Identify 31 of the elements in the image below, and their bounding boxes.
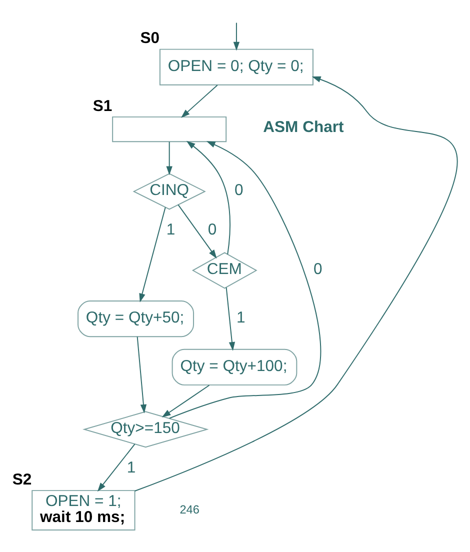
arrow xyxy=(136,336,147,414)
edge-label: 0 xyxy=(314,261,322,278)
arrow xyxy=(226,287,236,351)
label: ASM Chart xyxy=(263,119,344,136)
node-box: Qty = Qty+50; xyxy=(78,300,194,338)
arrow xyxy=(233,22,240,51)
node-box xyxy=(112,116,227,142)
arrow xyxy=(169,141,321,419)
edge-label: 1 xyxy=(236,310,246,327)
node-label: S1 xyxy=(92,98,112,115)
edge-label: 1 xyxy=(126,460,136,477)
node-diamond: Qty>=150 xyxy=(82,411,209,448)
arrow xyxy=(97,444,136,492)
edge-label: 0 xyxy=(208,222,217,239)
edge-label: 0 xyxy=(234,182,244,200)
arrow xyxy=(166,141,172,176)
label: 246 xyxy=(180,502,200,516)
arrow xyxy=(180,84,218,118)
node-diamond: CEM xyxy=(192,252,258,289)
arrow xyxy=(139,206,166,302)
arrow xyxy=(134,76,458,492)
node-box: OPEN = 0; Qty = 0; xyxy=(159,48,314,86)
node-diamond: CINQ xyxy=(132,173,206,210)
arrow xyxy=(186,140,230,255)
arrow xyxy=(178,204,217,259)
node-label: S0 xyxy=(140,30,160,48)
edge-label: 1 xyxy=(166,222,176,239)
node-label: S2 xyxy=(12,471,32,488)
arrow xyxy=(162,384,210,418)
node-box: OPEN = 1; wait 10 ms; xyxy=(32,490,136,531)
node-box: Qty = Qty+100; xyxy=(172,348,298,386)
